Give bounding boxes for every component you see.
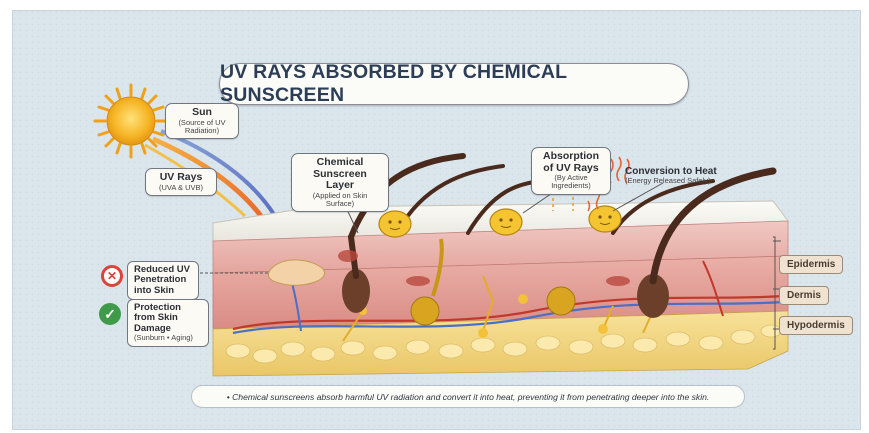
absorption-label: Absorption of UV Rays [539,151,603,174]
sun-callout: Sun (Source of UV Radiation) [165,103,239,139]
title-banner: UV RAYS ABSORBED BY CHEMICAL SUNSCREEN [219,63,689,105]
protection-check-icon: ✓ [99,303,121,325]
layer-tag-epidermis: Epidermis [779,255,843,274]
uv-rays-label: UV Rays [153,172,209,184]
sunscreen-layer-label: Chemical Sunscreen Layer [299,157,381,192]
protection-callout: Protection from Skin Damage (Sunburn • A… [127,299,209,347]
caption-text: • Chemical sunscreens absorb harmful UV … [227,392,710,402]
uv-rays-sub: (UVA & UVB) [153,184,209,192]
sun-label: Sun [173,107,231,119]
sunscreen-layer-sub: (Applied on Skin Surface) [299,192,381,209]
page-title: UV RAYS ABSORBED BY CHEMICAL SUNSCREEN [220,61,688,107]
layer-tag-hypodermis: Hypodermis [779,316,853,335]
layer-tag-dermis: Dermis [779,286,829,305]
reduced-label: Reduced UV Penetration into Skin [134,265,192,296]
protection-label: Protection from Skin Damage [134,303,202,334]
uv-rays-callout: UV Rays (UVA & UVB) [145,168,217,196]
diagram-canvas: UV RAYS ABSORBED BY CHEMICAL SUNSCREEN S… [12,10,861,430]
conversion-callout: Conversion to Heat (Energy Released Safe… [625,166,725,185]
absorption-callout: Absorption of UV Rays (By Active Ingredi… [531,147,611,195]
absorption-sub: (By Active Ingredients) [539,174,603,191]
sun-sub: (Source of UV Radiation) [173,119,231,136]
conversion-sub: (Energy Released Safely) [625,177,725,185]
protection-sub: (Sunburn • Aging) [134,334,202,342]
sunscreen-layer-callout: Chemical Sunscreen Layer (Applied on Ski… [291,153,389,212]
sun-icon [95,85,167,157]
caption-banner: • Chemical sunscreens absorb harmful UV … [191,385,745,408]
reduced-callout: Reduced UV Penetration into Skin [127,261,199,300]
reduced-x-icon: ✕ [101,265,123,287]
